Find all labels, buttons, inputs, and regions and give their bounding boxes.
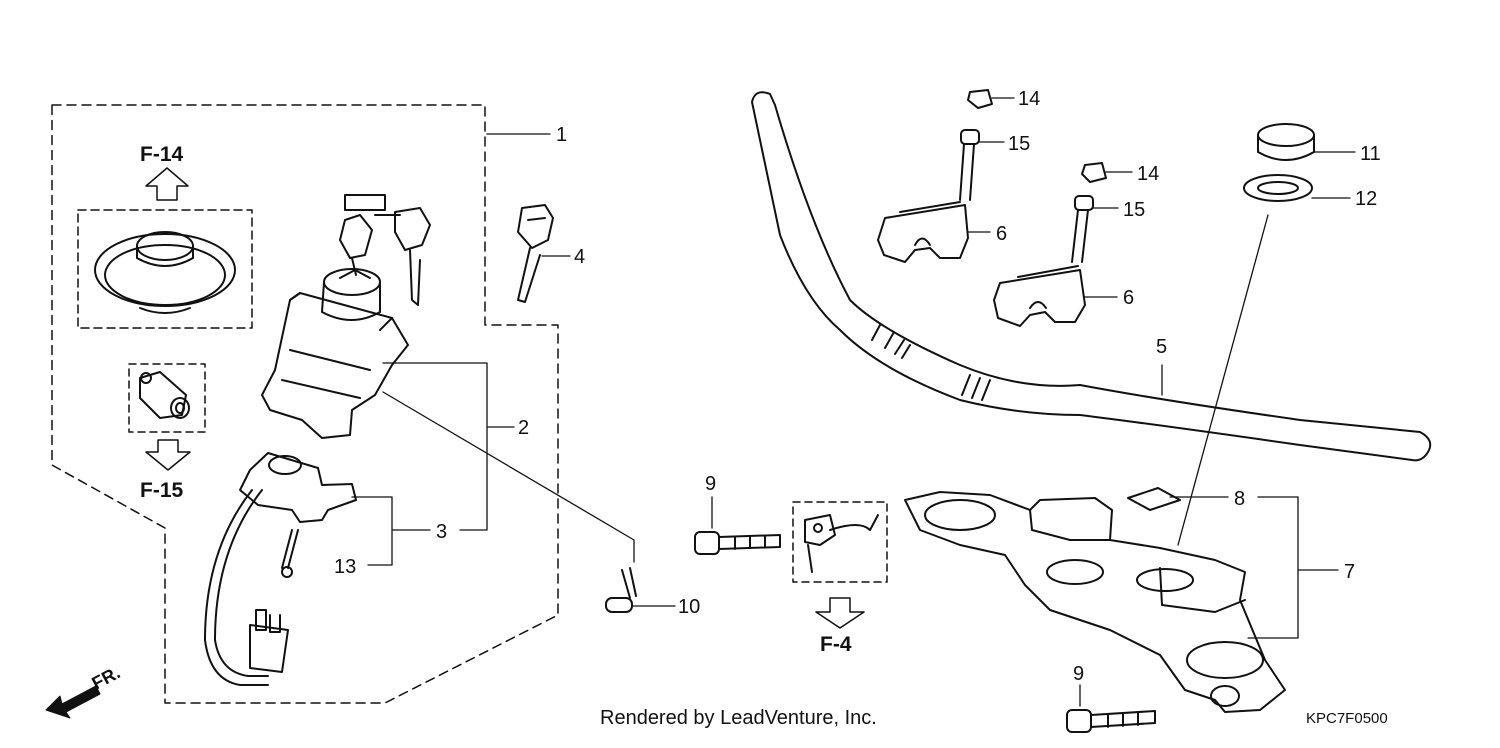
callout-13: 13 — [334, 556, 356, 578]
credit-text: Rendered by LeadVenture, Inc. — [600, 707, 877, 729]
arrow-down-icon — [815, 597, 865, 629]
callout-8: 8 — [1234, 488, 1245, 510]
stem-center-line — [1177, 214, 1269, 546]
callout-12: 12 — [1355, 188, 1377, 210]
screw-13-icon — [281, 529, 299, 578]
ignition-group-outline — [51, 104, 559, 704]
ref-f4: F-4 — [820, 633, 852, 656]
callout-3: 3 — [436, 521, 447, 543]
top-bridge-icon — [904, 491, 1286, 713]
ignition-keys-icon — [339, 194, 431, 306]
callout-9a: 9 — [705, 473, 716, 495]
fuel-cap-ref-box — [77, 209, 253, 329]
arrow-down-icon — [145, 439, 191, 471]
leader-2 — [382, 362, 515, 531]
ignition-wire-harness — [204, 452, 357, 686]
callout-11: 11 — [1360, 143, 1381, 165]
ignition-switch-icon — [261, 268, 409, 439]
seat-lock-icon — [139, 371, 190, 419]
bolt-10-icon — [605, 567, 637, 613]
callout-10: 10 — [678, 596, 700, 618]
arrow-up-icon — [145, 167, 189, 201]
ref-f14: F-14 — [140, 143, 184, 166]
ref-f15: F-15 — [140, 479, 184, 502]
callout-1: 1 — [556, 124, 567, 146]
front-direction-arrow-icon — [45, 685, 101, 719]
bolt-15-lower-icon — [1071, 195, 1094, 263]
callout-15a: 15 — [1008, 133, 1030, 155]
handlebar-holder-upper-icon — [877, 201, 969, 263]
leader-switch-to-bolt — [382, 391, 635, 563]
seat-lock-ref-box — [128, 363, 206, 433]
fuel-cap-icon — [94, 231, 236, 314]
bolt-9-lower-icon — [1066, 709, 1156, 733]
callout-2: 2 — [518, 417, 529, 439]
bolt-9-upper-icon — [694, 531, 781, 555]
key-icon — [517, 204, 554, 303]
callout-6b: 6 — [1123, 287, 1134, 309]
callout-6a: 6 — [996, 223, 1007, 245]
diagram-code: KPC7F0500 — [1306, 710, 1388, 727]
leader-7 — [1247, 496, 1339, 639]
callout-5: 5 — [1156, 336, 1167, 358]
callout-14a: 14 — [1018, 88, 1040, 110]
bolt-15-upper-icon — [959, 129, 980, 201]
leader-3 — [351, 496, 431, 566]
callout-14b: 14 — [1137, 163, 1159, 185]
callout-15b: 15 — [1123, 199, 1145, 221]
washer-icon — [1243, 174, 1313, 202]
callout-9b: 9 — [1073, 663, 1084, 685]
cap-14-lower-icon — [1081, 162, 1107, 183]
steering-stem-nut-icon — [1257, 123, 1315, 161]
cable-clip-icon — [804, 514, 879, 573]
bracket-8-icon — [1127, 487, 1181, 511]
callout-4: 4 — [574, 246, 585, 268]
handlebar-holder-lower-icon — [993, 265, 1086, 327]
cap-14-upper-icon — [967, 89, 993, 109]
callout-7: 7 — [1344, 561, 1355, 583]
clip-ref-box — [792, 501, 888, 583]
handlebar-icon — [751, 91, 1432, 462]
